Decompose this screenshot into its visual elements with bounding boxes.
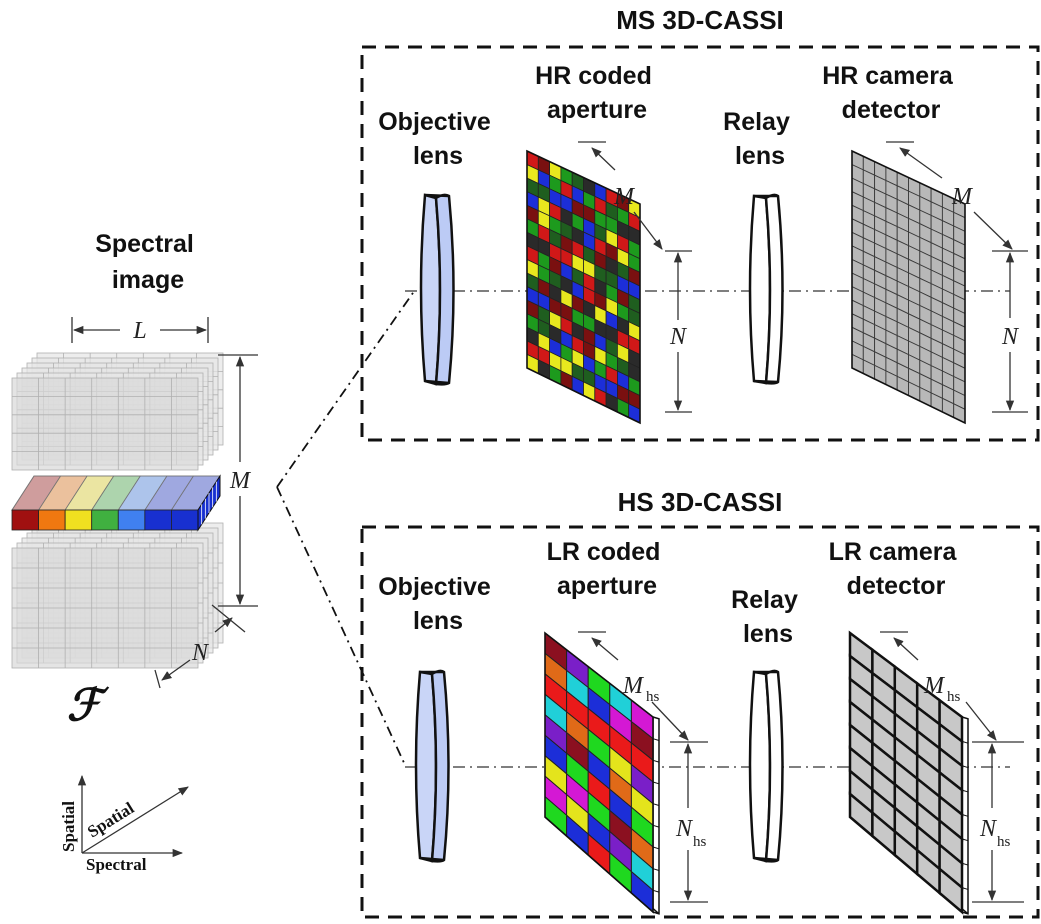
fanout-line-ms: [276, 289, 416, 488]
cube-dim-n: N: [154, 604, 246, 689]
ms-aperture-dim-m: M: [578, 141, 663, 250]
svg-text:M: M: [923, 673, 946, 699]
ms-detector-label: HR camera detector: [822, 62, 960, 124]
ms-detector-dim-m: M: [886, 141, 1013, 250]
spectral-band-cell: [64, 509, 93, 531]
hs-coded-aperture-label: LR coded aperture: [547, 538, 668, 600]
svg-text:hs: hs: [693, 834, 707, 850]
hs-aperture-dim-n: N hs: [670, 741, 708, 903]
ms-aperture-dim-n: N: [665, 250, 692, 413]
svg-text:M: M: [951, 184, 974, 210]
hs-detector-dim-n: N hs: [972, 741, 1024, 903]
ms-objective-lens-label: Objective lens: [378, 108, 498, 170]
spectral-band-cell: [38, 509, 66, 531]
svg-text:N: N: [675, 816, 694, 842]
spectral-image-symbol: ℱ: [67, 680, 110, 731]
axis-label-horizontal: Spectral: [86, 855, 147, 874]
fanout-line-hs: [276, 486, 406, 766]
spectral-image-cube: [11, 352, 224, 669]
hs-lr-camera-detector: [848, 630, 969, 915]
svg-text:M: M: [622, 673, 645, 699]
ms-objective-lens: [419, 193, 455, 386]
hs-relay-lens-label: Relay lens: [731, 586, 805, 648]
hs-objective-lens: [414, 669, 450, 863]
hs-objective-lens-label: Objective lens: [378, 573, 498, 635]
spectral-band-cell: [91, 509, 119, 531]
ms-coded-aperture-label: HR coded aperture: [535, 62, 659, 124]
ms-system-title: MS 3D-CASSI: [616, 5, 784, 35]
ms-relay-lens: [748, 193, 784, 385]
ms-system-box: [360, 45, 1040, 442]
spectral-image-title: Spectral image: [95, 230, 201, 294]
svg-text:M: M: [613, 184, 636, 210]
svg-text:N: N: [979, 816, 998, 842]
cube-dim-m: M: [218, 354, 258, 607]
hs-system-box: [360, 525, 1040, 919]
ms-relay-lens-label: Relay lens: [723, 108, 797, 170]
ms-hr-coded-aperture: [526, 149, 641, 425]
svg-text:hs: hs: [646, 689, 660, 705]
svg-text:N: N: [669, 324, 688, 350]
svg-text:L: L: [132, 318, 146, 344]
svg-text:M: M: [229, 468, 252, 494]
axes-legend: Spatial Spatial Spectral: [59, 774, 189, 874]
axis-label-vertical: Spatial: [59, 801, 78, 852]
spectral-band-cell: [171, 509, 199, 531]
hs-detector-label: LR camera detector: [829, 538, 964, 600]
spectral-band-cell: [11, 509, 39, 531]
hs-system-title: HS 3D-CASSI: [618, 487, 783, 517]
svg-text:N: N: [1001, 324, 1020, 350]
ms-hr-camera-detector: [851, 149, 966, 425]
svg-text:hs: hs: [997, 834, 1011, 850]
hs-aperture-dim-m: M hs: [578, 631, 689, 741]
hs-detector-dim-m: M hs: [880, 631, 997, 741]
spectral-band-cell: [117, 509, 146, 531]
cube-dim-l: L: [71, 317, 209, 344]
svg-text:hs: hs: [947, 689, 961, 705]
spectral-band-cell: [144, 509, 172, 531]
hs-lr-coded-aperture: [544, 631, 660, 915]
ms-detector-dim-n: N: [992, 250, 1028, 413]
hs-relay-lens: [748, 669, 784, 863]
svg-text:N: N: [191, 640, 210, 666]
